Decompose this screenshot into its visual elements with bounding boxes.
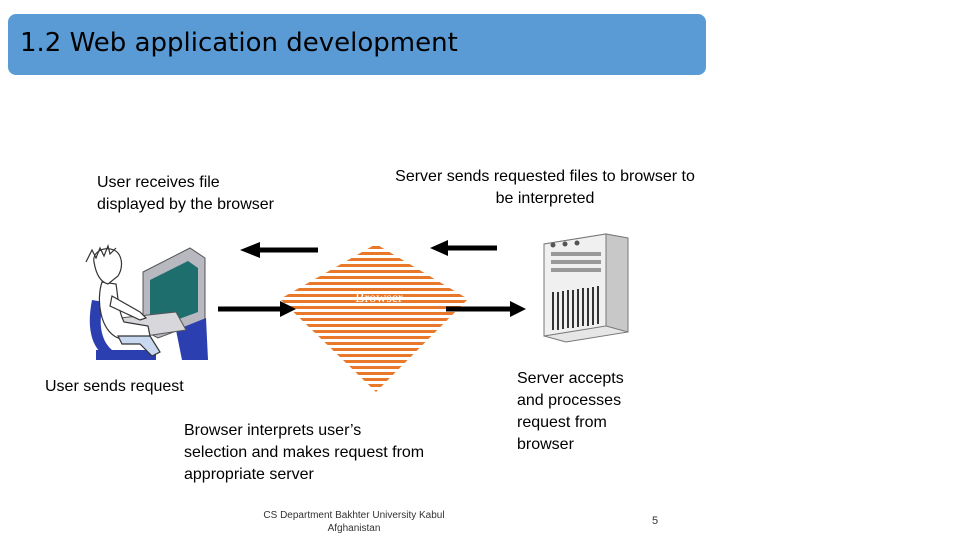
browser-stripe bbox=[280, 282, 468, 285]
browser-stripe bbox=[280, 300, 468, 303]
browser-stripe bbox=[280, 348, 468, 351]
browser-stripe bbox=[280, 252, 468, 255]
title-bar: 1.2 Web application development bbox=[8, 14, 706, 75]
browser-stripe bbox=[280, 246, 468, 249]
browser-stripe bbox=[280, 366, 468, 369]
browser-stripe bbox=[280, 360, 468, 363]
user-computer-icon bbox=[85, 244, 208, 360]
arrow-user-to-browser bbox=[218, 301, 296, 317]
browser-node-label: Browser bbox=[355, 291, 403, 306]
browser-interprets-label: Browser interprets user’s selection and … bbox=[184, 422, 425, 483]
browser-stripe bbox=[280, 336, 468, 339]
browser-stripe bbox=[280, 372, 468, 375]
slide-title: 1.2 Web application development bbox=[20, 28, 458, 58]
browser-stripe bbox=[280, 342, 468, 345]
user-sends-label: User sends request bbox=[45, 378, 184, 395]
browser-stripe bbox=[280, 354, 468, 357]
browser-stripe bbox=[280, 378, 468, 381]
browser-stripe bbox=[280, 390, 468, 392]
arrow-server-to-browser bbox=[430, 240, 497, 256]
browser-stripe bbox=[280, 264, 468, 267]
browser-stripe bbox=[280, 288, 468, 291]
browser-stripe bbox=[280, 276, 468, 279]
server-tower-icon bbox=[543, 233, 629, 343]
user-receives-label: User receives file displayed by the brow… bbox=[97, 174, 274, 213]
browser-stripe bbox=[280, 318, 468, 321]
slide-footer: CS Department Bakhter University Kabul A… bbox=[263, 510, 445, 534]
browser-stripe bbox=[280, 312, 468, 315]
browser-stripe bbox=[280, 270, 468, 273]
page-number: 5 bbox=[652, 515, 659, 527]
server-accepts-label: Server accepts and processes request fro… bbox=[517, 370, 624, 453]
arrow-browser-to-server bbox=[446, 301, 526, 317]
browser-stripe bbox=[280, 294, 468, 297]
browser-stripe bbox=[280, 330, 468, 333]
browser-stripe bbox=[280, 258, 468, 261]
server-sends-label: Server sends requested files to browser … bbox=[395, 168, 695, 207]
arrow-browser-to-user bbox=[240, 242, 318, 258]
browser-diamond-icon bbox=[280, 246, 468, 392]
browser-stripe bbox=[280, 384, 468, 387]
browser-stripe bbox=[280, 324, 468, 327]
browser-stripe bbox=[280, 306, 468, 309]
